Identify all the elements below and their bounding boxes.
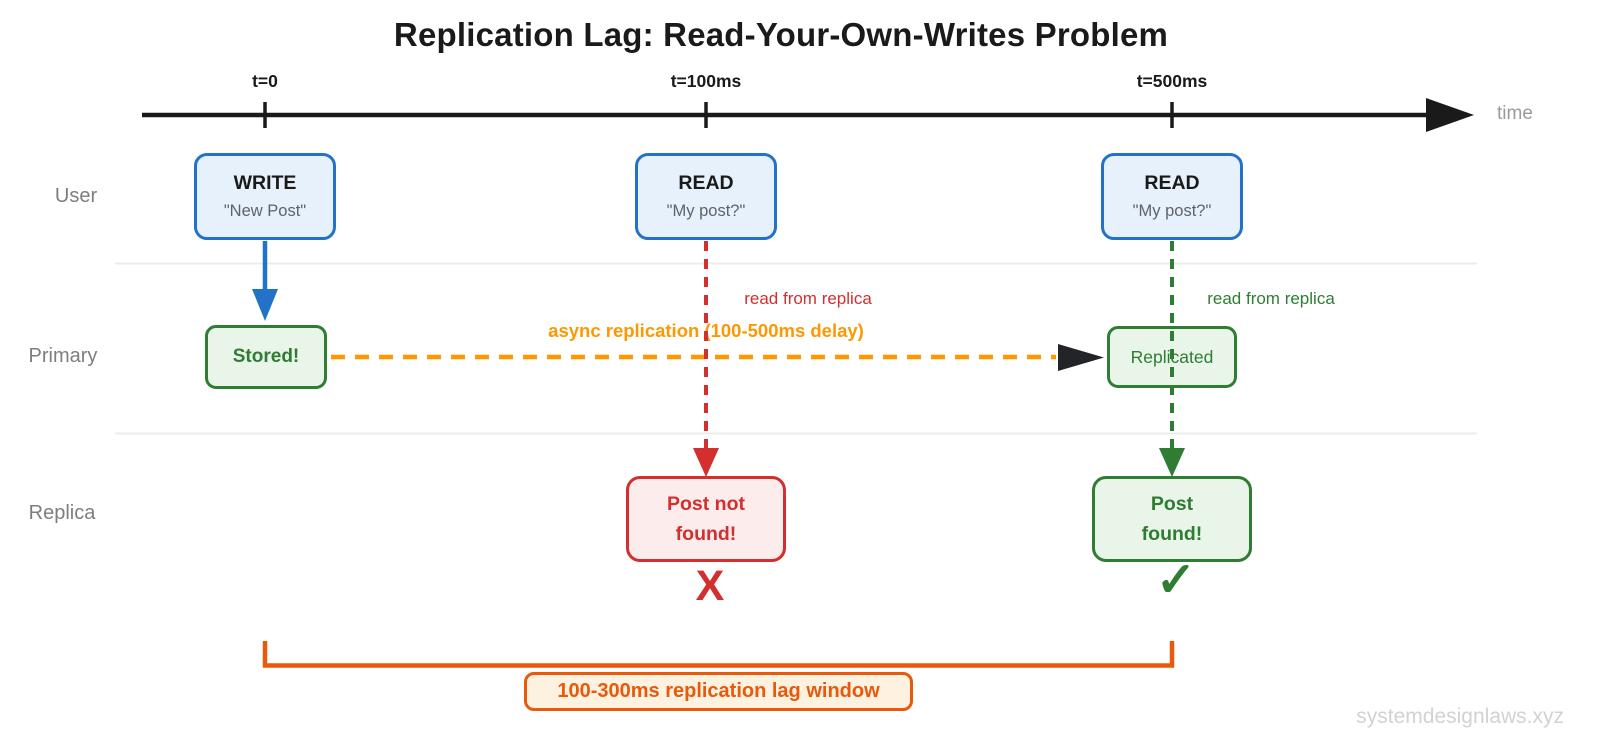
fresh-read-arrowhead-icon xyxy=(1159,448,1185,477)
write-arrowhead-icon xyxy=(252,289,278,321)
async-replication-arrowhead-icon xyxy=(1058,344,1104,371)
write-node-title: WRITE xyxy=(233,172,297,194)
read-500-node: READ "My post?" xyxy=(1101,153,1243,240)
timeline-arrowhead-icon xyxy=(1426,98,1474,132)
tick-label-t100: t=100ms xyxy=(670,71,742,91)
timeline-axis-label: time xyxy=(1497,103,1533,124)
post-found-node: Post found! xyxy=(1092,476,1252,562)
async-replication-label: async replication (100-500ms delay) xyxy=(548,320,864,341)
write-node-subtitle: "New Post" xyxy=(223,202,307,220)
post-not-found-node: Post not found! xyxy=(626,476,786,562)
tick-label-t500: t=500ms xyxy=(1136,71,1208,91)
read-100-node-title: READ xyxy=(678,172,734,194)
lag-window-label: 100-300ms replication lag window xyxy=(524,672,913,711)
diagram-title: Replication Lag: Read-Your-Own-Writes Pr… xyxy=(393,16,1169,53)
failure-x-icon: X xyxy=(695,562,725,610)
read-from-replica-fresh-label: read from replica xyxy=(1207,289,1335,308)
tick-label-t0: t=0 xyxy=(252,71,278,91)
read-500-node-subtitle: "My post?" xyxy=(1132,202,1212,220)
lag-window-bracket xyxy=(262,641,1175,668)
read-500-node-title: READ xyxy=(1144,172,1200,194)
stored-node: Stored! xyxy=(205,325,327,389)
lane-label-replica: Replica xyxy=(28,502,96,524)
read-from-replica-stale-label: read from replica xyxy=(744,289,872,308)
read-100-node: READ "My post?" xyxy=(635,153,777,240)
success-check-icon: ✓ xyxy=(1155,554,1197,607)
stale-read-arrowhead-icon xyxy=(693,448,719,477)
replicated-node: Replicated xyxy=(1107,326,1237,388)
write-node: WRITE "New Post" xyxy=(194,153,336,240)
watermark: systemdesignlaws.xyz xyxy=(1356,705,1564,728)
lane-label-primary: Primary xyxy=(28,345,98,367)
lane-label-user: User xyxy=(54,185,98,207)
read-100-node-subtitle: "My post?" xyxy=(666,202,746,220)
